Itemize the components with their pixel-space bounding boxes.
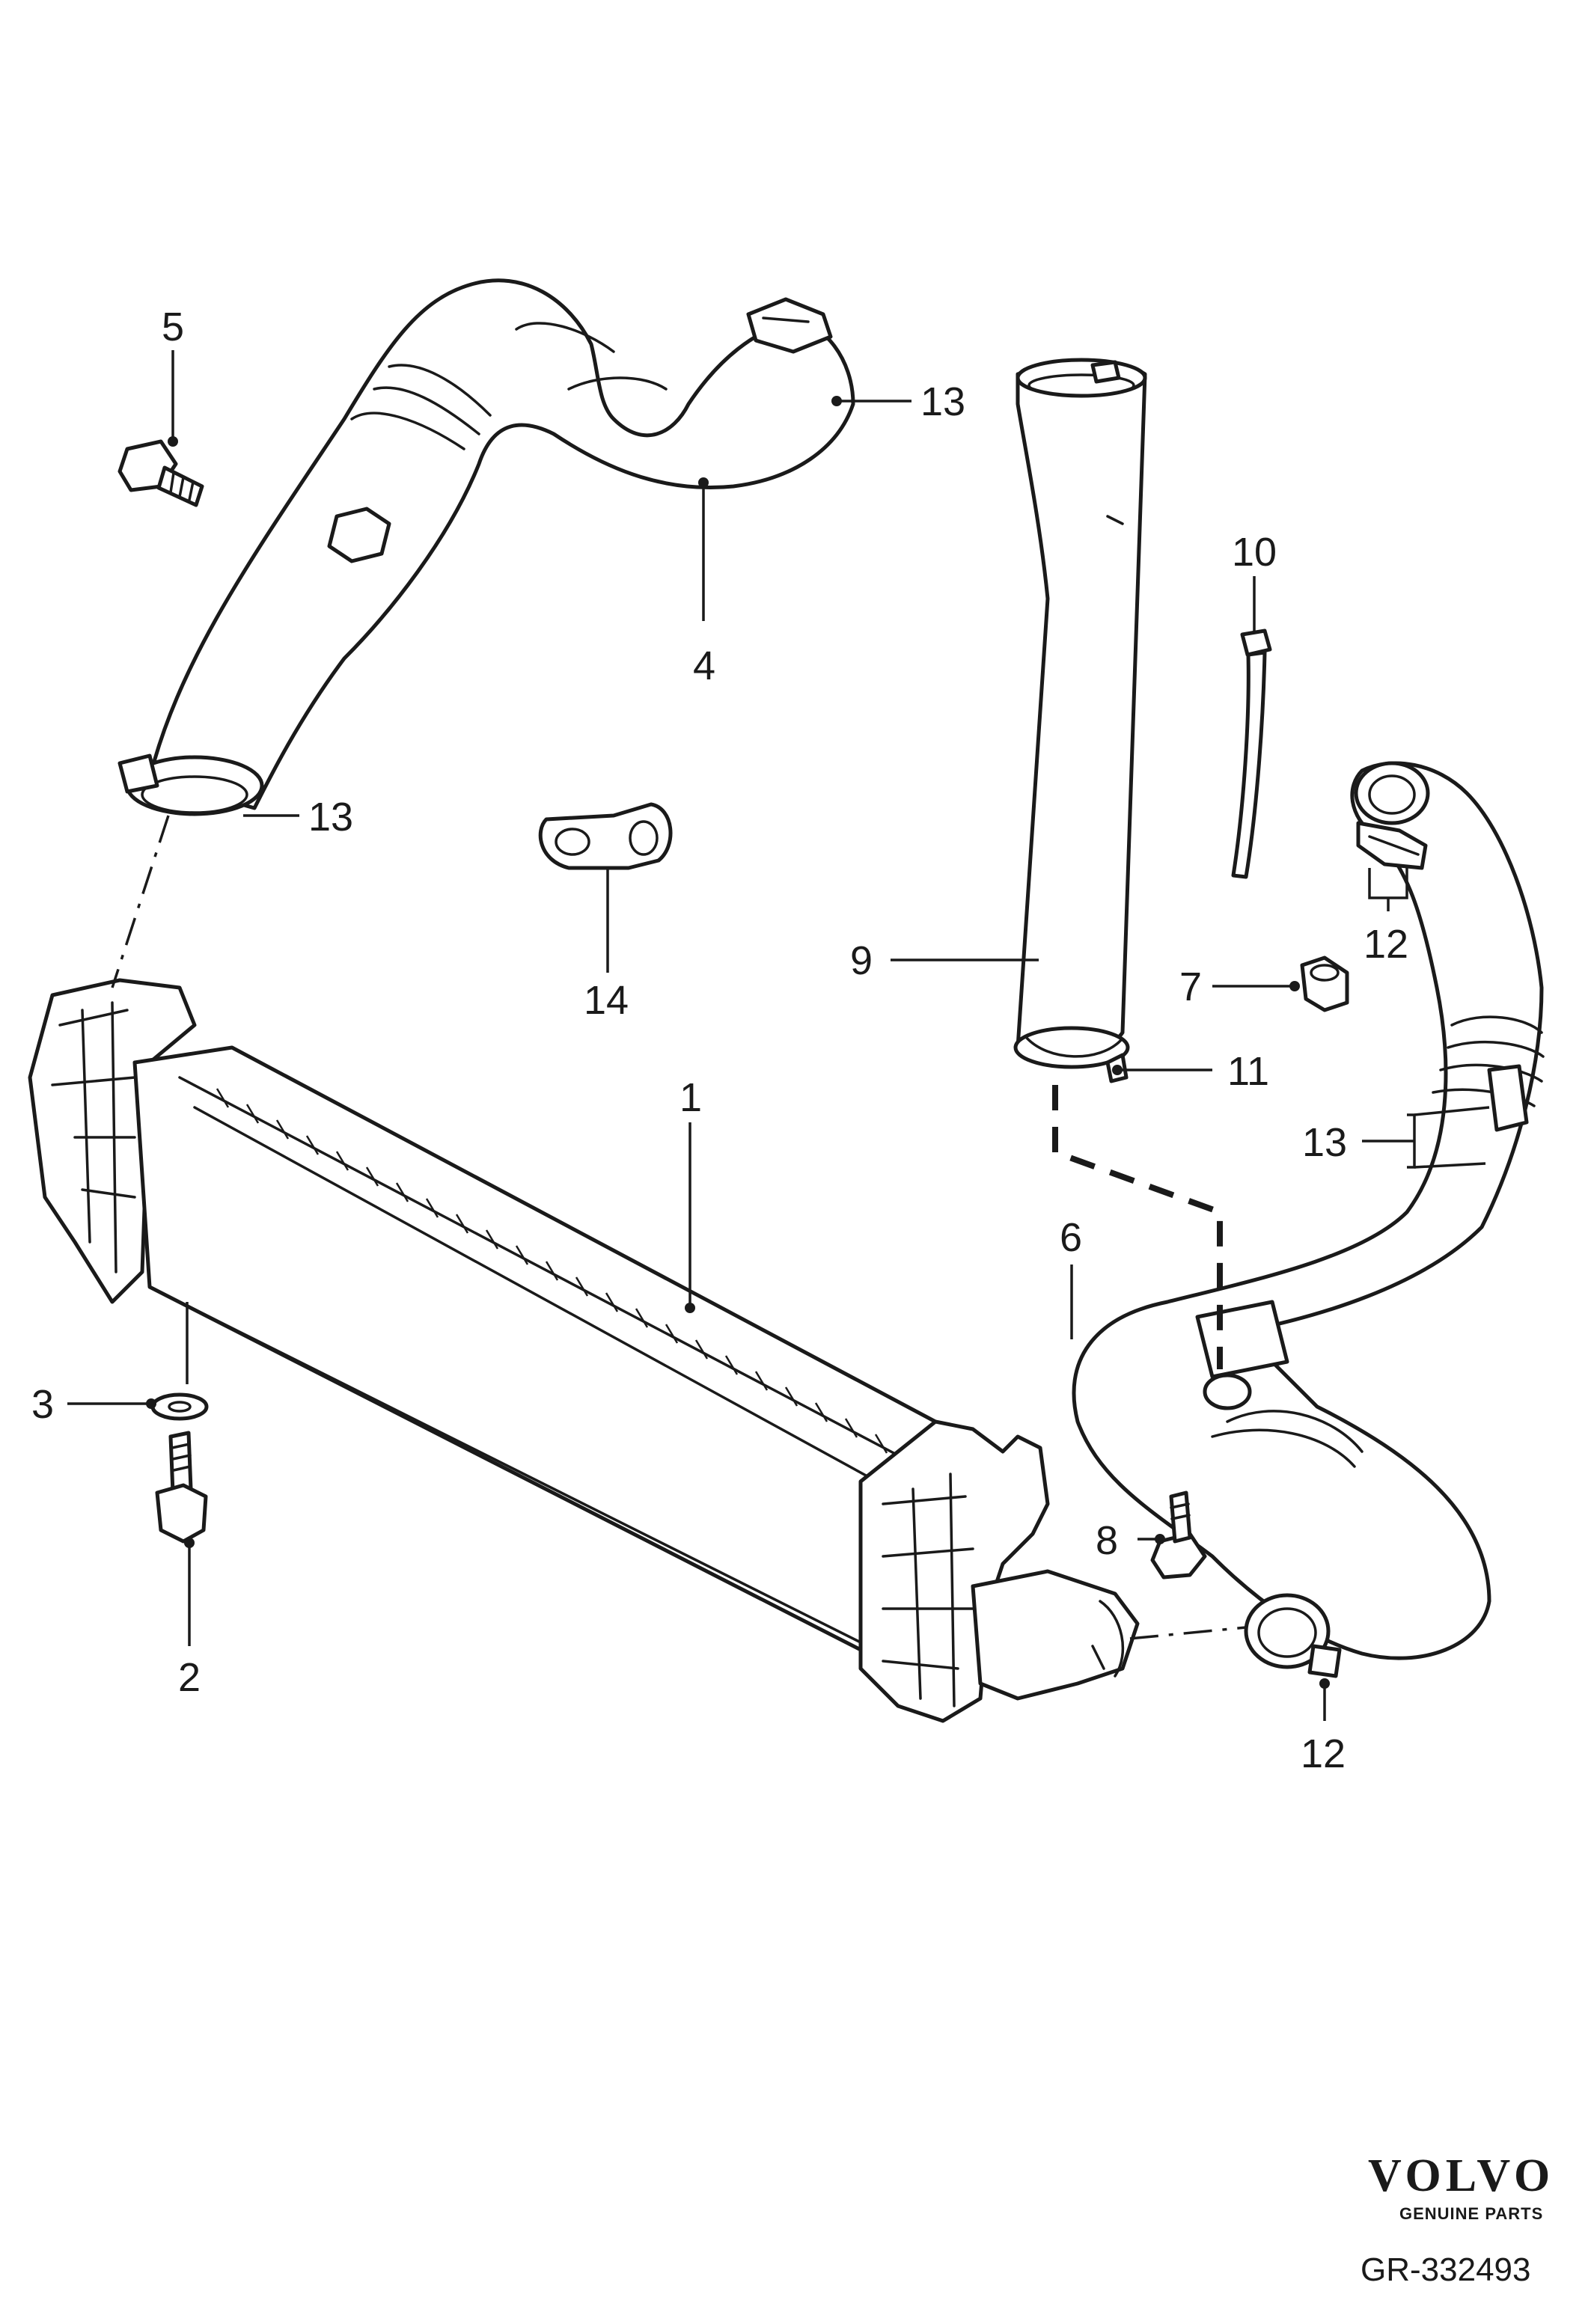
callout-14: 14 (584, 978, 629, 1023)
callout-2: 2 (178, 1655, 201, 1700)
stud-and-washer (150, 1392, 209, 1544)
nut-7 (1300, 955, 1349, 1012)
callout-3: 3 (31, 1382, 54, 1427)
callout-7: 7 (1179, 964, 1202, 1009)
callout-12-upper: 12 (1364, 922, 1408, 967)
bracket-14 (538, 802, 673, 870)
callout-numbers: 1 2 3 4 5 6 7 8 9 10 11 12 12 13 13 13 1… (31, 305, 1408, 1776)
callout-1: 1 (680, 1075, 702, 1120)
callout-13-left: 13 (308, 795, 353, 840)
volvo-branding: VOLVO GENUINE PARTS GR-332493 (1361, 2150, 1554, 2288)
leader-lines (67, 350, 1490, 1721)
upper-charge-air-pipe (117, 278, 855, 816)
callout-4: 4 (693, 643, 715, 688)
clamp-12-upper (1356, 821, 1428, 870)
callout-12-lower: 12 (1301, 1731, 1346, 1776)
assembly-line-outlet (1129, 1626, 1247, 1640)
diagram-reference: GR-332493 (1361, 2251, 1530, 2288)
assembly-line-upper-pipe (111, 815, 170, 988)
vertical-charge-pipe (1013, 358, 1147, 1083)
callout-5: 5 (162, 305, 184, 349)
brand-tagline: GENUINE PARTS (1399, 2204, 1543, 2223)
lower-charge-air-pipe (1072, 761, 1545, 1678)
bolt-8 (1150, 1490, 1207, 1580)
cable-tie-10 (1231, 629, 1272, 879)
bolt-5 (117, 439, 204, 507)
callout-13-right: 13 (1302, 1120, 1347, 1165)
callout-8: 8 (1096, 1518, 1118, 1563)
callout-6: 6 (1060, 1215, 1082, 1260)
intercooler (28, 978, 1140, 1723)
callout-11: 11 (1227, 1049, 1269, 1094)
brand-logo: VOLVO (1368, 2150, 1554, 2201)
callout-10: 10 (1232, 530, 1277, 575)
callout-9: 9 (850, 938, 873, 983)
callout-13-top: 13 (920, 379, 965, 424)
